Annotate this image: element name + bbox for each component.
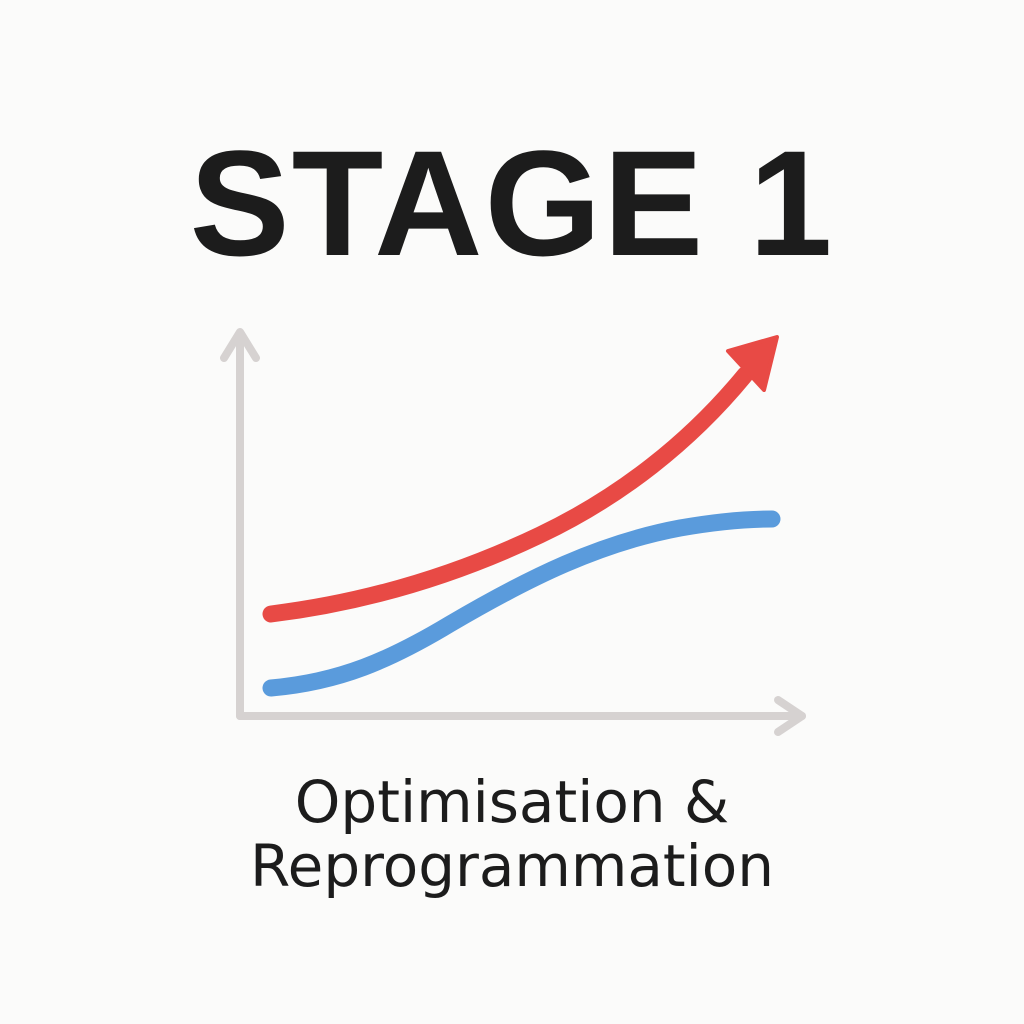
x-axis-arrow-icon — [774, 696, 806, 736]
axes — [220, 328, 806, 736]
y-axis-arrow-icon — [220, 328, 260, 362]
red-arrowhead-icon — [726, 335, 779, 392]
blue-series-line — [262, 510, 781, 697]
red-series-line — [262, 366, 754, 623]
subtitle: Optimisation & Reprogrammation — [0, 770, 1024, 898]
subtitle-line-2: Reprogrammation — [249, 832, 775, 900]
subtitle-line-1: Optimisation & — [294, 768, 730, 836]
page-title: STAGE 1 — [189, 119, 835, 287]
